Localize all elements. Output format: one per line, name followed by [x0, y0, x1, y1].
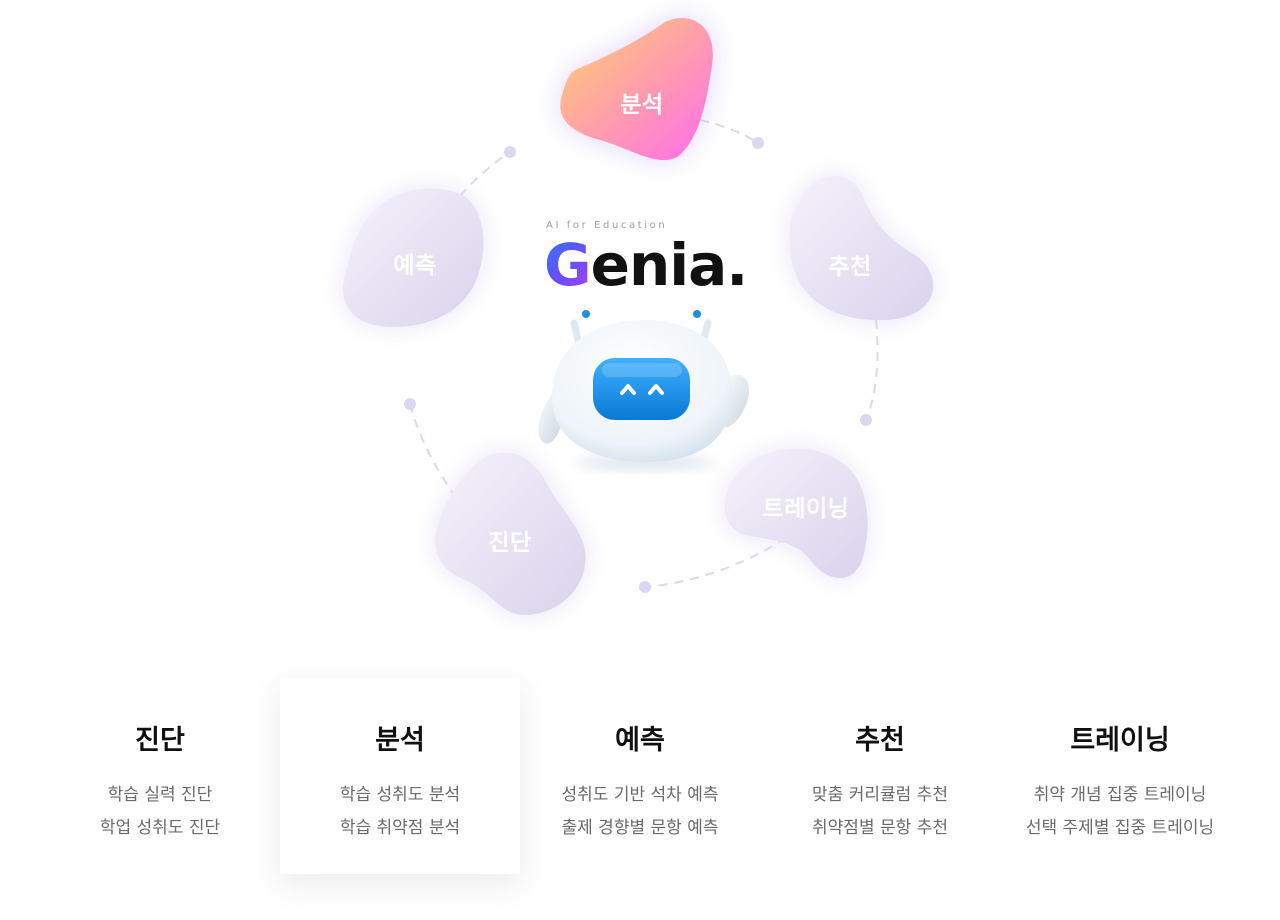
- feature-predict[interactable]: 예측 성취도 기반 석차 예측 출제 경향별 문항 예측: [520, 678, 760, 874]
- connector-dots: [404, 137, 872, 593]
- robot-mascot-icon: [538, 310, 750, 470]
- connector-dot: [860, 414, 872, 426]
- connector-analysis-recommend: [699, 119, 759, 144]
- blob-training[interactable]: [724, 448, 868, 579]
- feature-desc-line: 학업 성취도 진단: [99, 818, 221, 838]
- feature-list: 진단 학습 실력 진단 학업 성취도 진단 분석 학습 성취도 분석 학습 취약…: [40, 678, 1240, 878]
- blob-label-training: 트레이닝: [762, 496, 850, 522]
- connector-diagnosis-predict: [409, 403, 463, 506]
- ai-cycle-diagram: 분석 추천 트레이닝 진단 예측 AI for Education Genia.: [343, 17, 934, 615]
- connector-training-diagnosis: [644, 537, 787, 588]
- blob-predict[interactable]: [343, 188, 484, 327]
- brand-tagline: AI for Education: [546, 220, 668, 231]
- feature-analysis[interactable]: 분석 학습 성취도 분석 학습 취약점 분석: [280, 678, 520, 874]
- feature-desc-line: 취약 개념 집중 트레이닝: [1033, 785, 1207, 805]
- connector-dot: [404, 398, 416, 410]
- blob-recommend[interactable]: [789, 176, 934, 321]
- blob-analysis[interactable]: [560, 17, 713, 161]
- feature-diagnosis[interactable]: 진단 학습 실력 진단 학업 성취도 진단: [40, 678, 280, 874]
- feature-desc-line: 학습 실력 진단: [107, 785, 213, 805]
- cycle-svg: [343, 17, 934, 615]
- wordmark-initial: G: [544, 231, 592, 299]
- feature-desc-line: 선택 주제별 집중 트레이닝: [1025, 818, 1215, 838]
- feature-recommend[interactable]: 추천 맞춤 커리큘럼 추천 취약점별 문항 추천: [760, 678, 1000, 874]
- feature-title: 예측: [615, 725, 665, 756]
- feature-desc-line: 맞춤 커리큘럼 추천: [812, 785, 948, 805]
- connector-dot: [639, 581, 651, 593]
- feature-title: 트레이닝: [1070, 725, 1170, 756]
- genia-logo: AI for Education Genia.: [544, 220, 749, 300]
- blob-label-analysis: 분석: [620, 92, 664, 118]
- blob-label-diagnosis: 진단: [488, 530, 532, 556]
- connector-predict-analysis: [459, 151, 511, 197]
- brand-wordmark: Genia.: [544, 230, 749, 300]
- blob-label-recommend: 추천: [828, 254, 872, 280]
- feature-desc-line: 성취도 기반 석차 예측: [561, 785, 719, 805]
- blob-diagnosis[interactable]: [435, 452, 586, 615]
- feature-desc-line: 학습 취약점 분석: [339, 818, 461, 838]
- wordmark-rest: enia.: [590, 231, 749, 299]
- connector-dot: [504, 146, 516, 158]
- connector-dot: [752, 137, 764, 149]
- feature-desc-line: 취약점별 문항 추천: [812, 818, 948, 838]
- connector-recommend-training: [865, 319, 879, 421]
- blob-label-predict: 예측: [393, 253, 437, 279]
- feature-title: 추천: [855, 725, 905, 756]
- feature-title: 분석: [375, 725, 425, 756]
- feature-title: 진단: [135, 725, 185, 756]
- feature-training[interactable]: 트레이닝 취약 개념 집중 트레이닝 선택 주제별 집중 트레이닝: [1000, 678, 1240, 874]
- feature-desc-line: 출제 경향별 문항 예측: [561, 818, 719, 838]
- feature-desc-line: 학습 성취도 분석: [339, 785, 461, 805]
